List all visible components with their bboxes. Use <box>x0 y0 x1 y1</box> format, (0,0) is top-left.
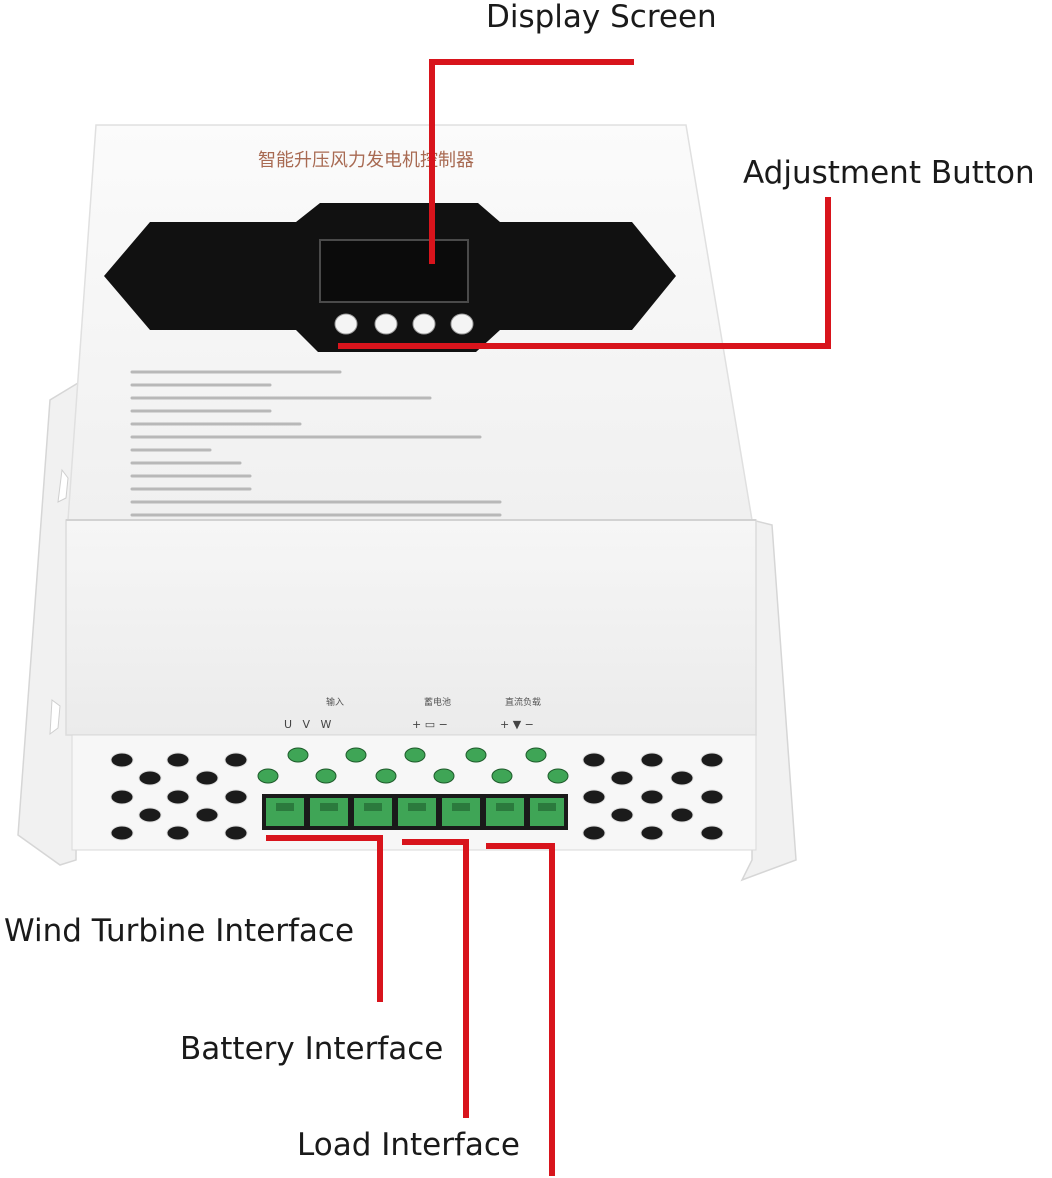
terminal-screw-holes <box>257 747 569 784</box>
terminal-group-battery: 蓄电池 <box>424 696 451 708</box>
panel-title: 智能升压风力发电机控制器 <box>258 150 474 171</box>
battery-interface-label: Battery Interface <box>180 1031 444 1067</box>
spec-text-block <box>130 370 502 517</box>
wind-turbine-interface-label: Wind Turbine Interface <box>4 913 355 949</box>
display-screen-label: Display Screen <box>486 0 717 35</box>
terminal-marks-input: U V W <box>284 718 332 731</box>
button-4[interactable] <box>450 313 474 335</box>
load-interface-label: Load Interface <box>297 1127 521 1163</box>
terminal-block <box>262 794 568 830</box>
terminal-marks-load: + ▼ − <box>500 718 534 731</box>
terminal-group-input: 输入 <box>326 696 344 708</box>
display-screen <box>319 239 469 303</box>
terminal-group-load: 直流负载 <box>505 696 541 708</box>
vent-holes-right <box>582 752 724 841</box>
adjustment-button-label: Adjustment Button <box>743 155 1035 191</box>
terminal-marks-battery: + ▭ − <box>412 718 448 731</box>
callout-lines <box>266 59 831 1176</box>
adjustment-button-callout <box>338 197 831 349</box>
button-2[interactable] <box>374 313 398 335</box>
display-screen-callout <box>429 59 634 264</box>
button-3[interactable] <box>412 313 436 335</box>
button-1[interactable] <box>334 313 358 335</box>
adjustment-buttons <box>334 313 474 335</box>
battery-callout <box>402 839 469 1118</box>
load-callout <box>486 843 555 1176</box>
vent-holes-left <box>110 752 248 841</box>
housing-front-face <box>65 519 757 736</box>
wind-turbine-callout <box>266 835 383 1002</box>
